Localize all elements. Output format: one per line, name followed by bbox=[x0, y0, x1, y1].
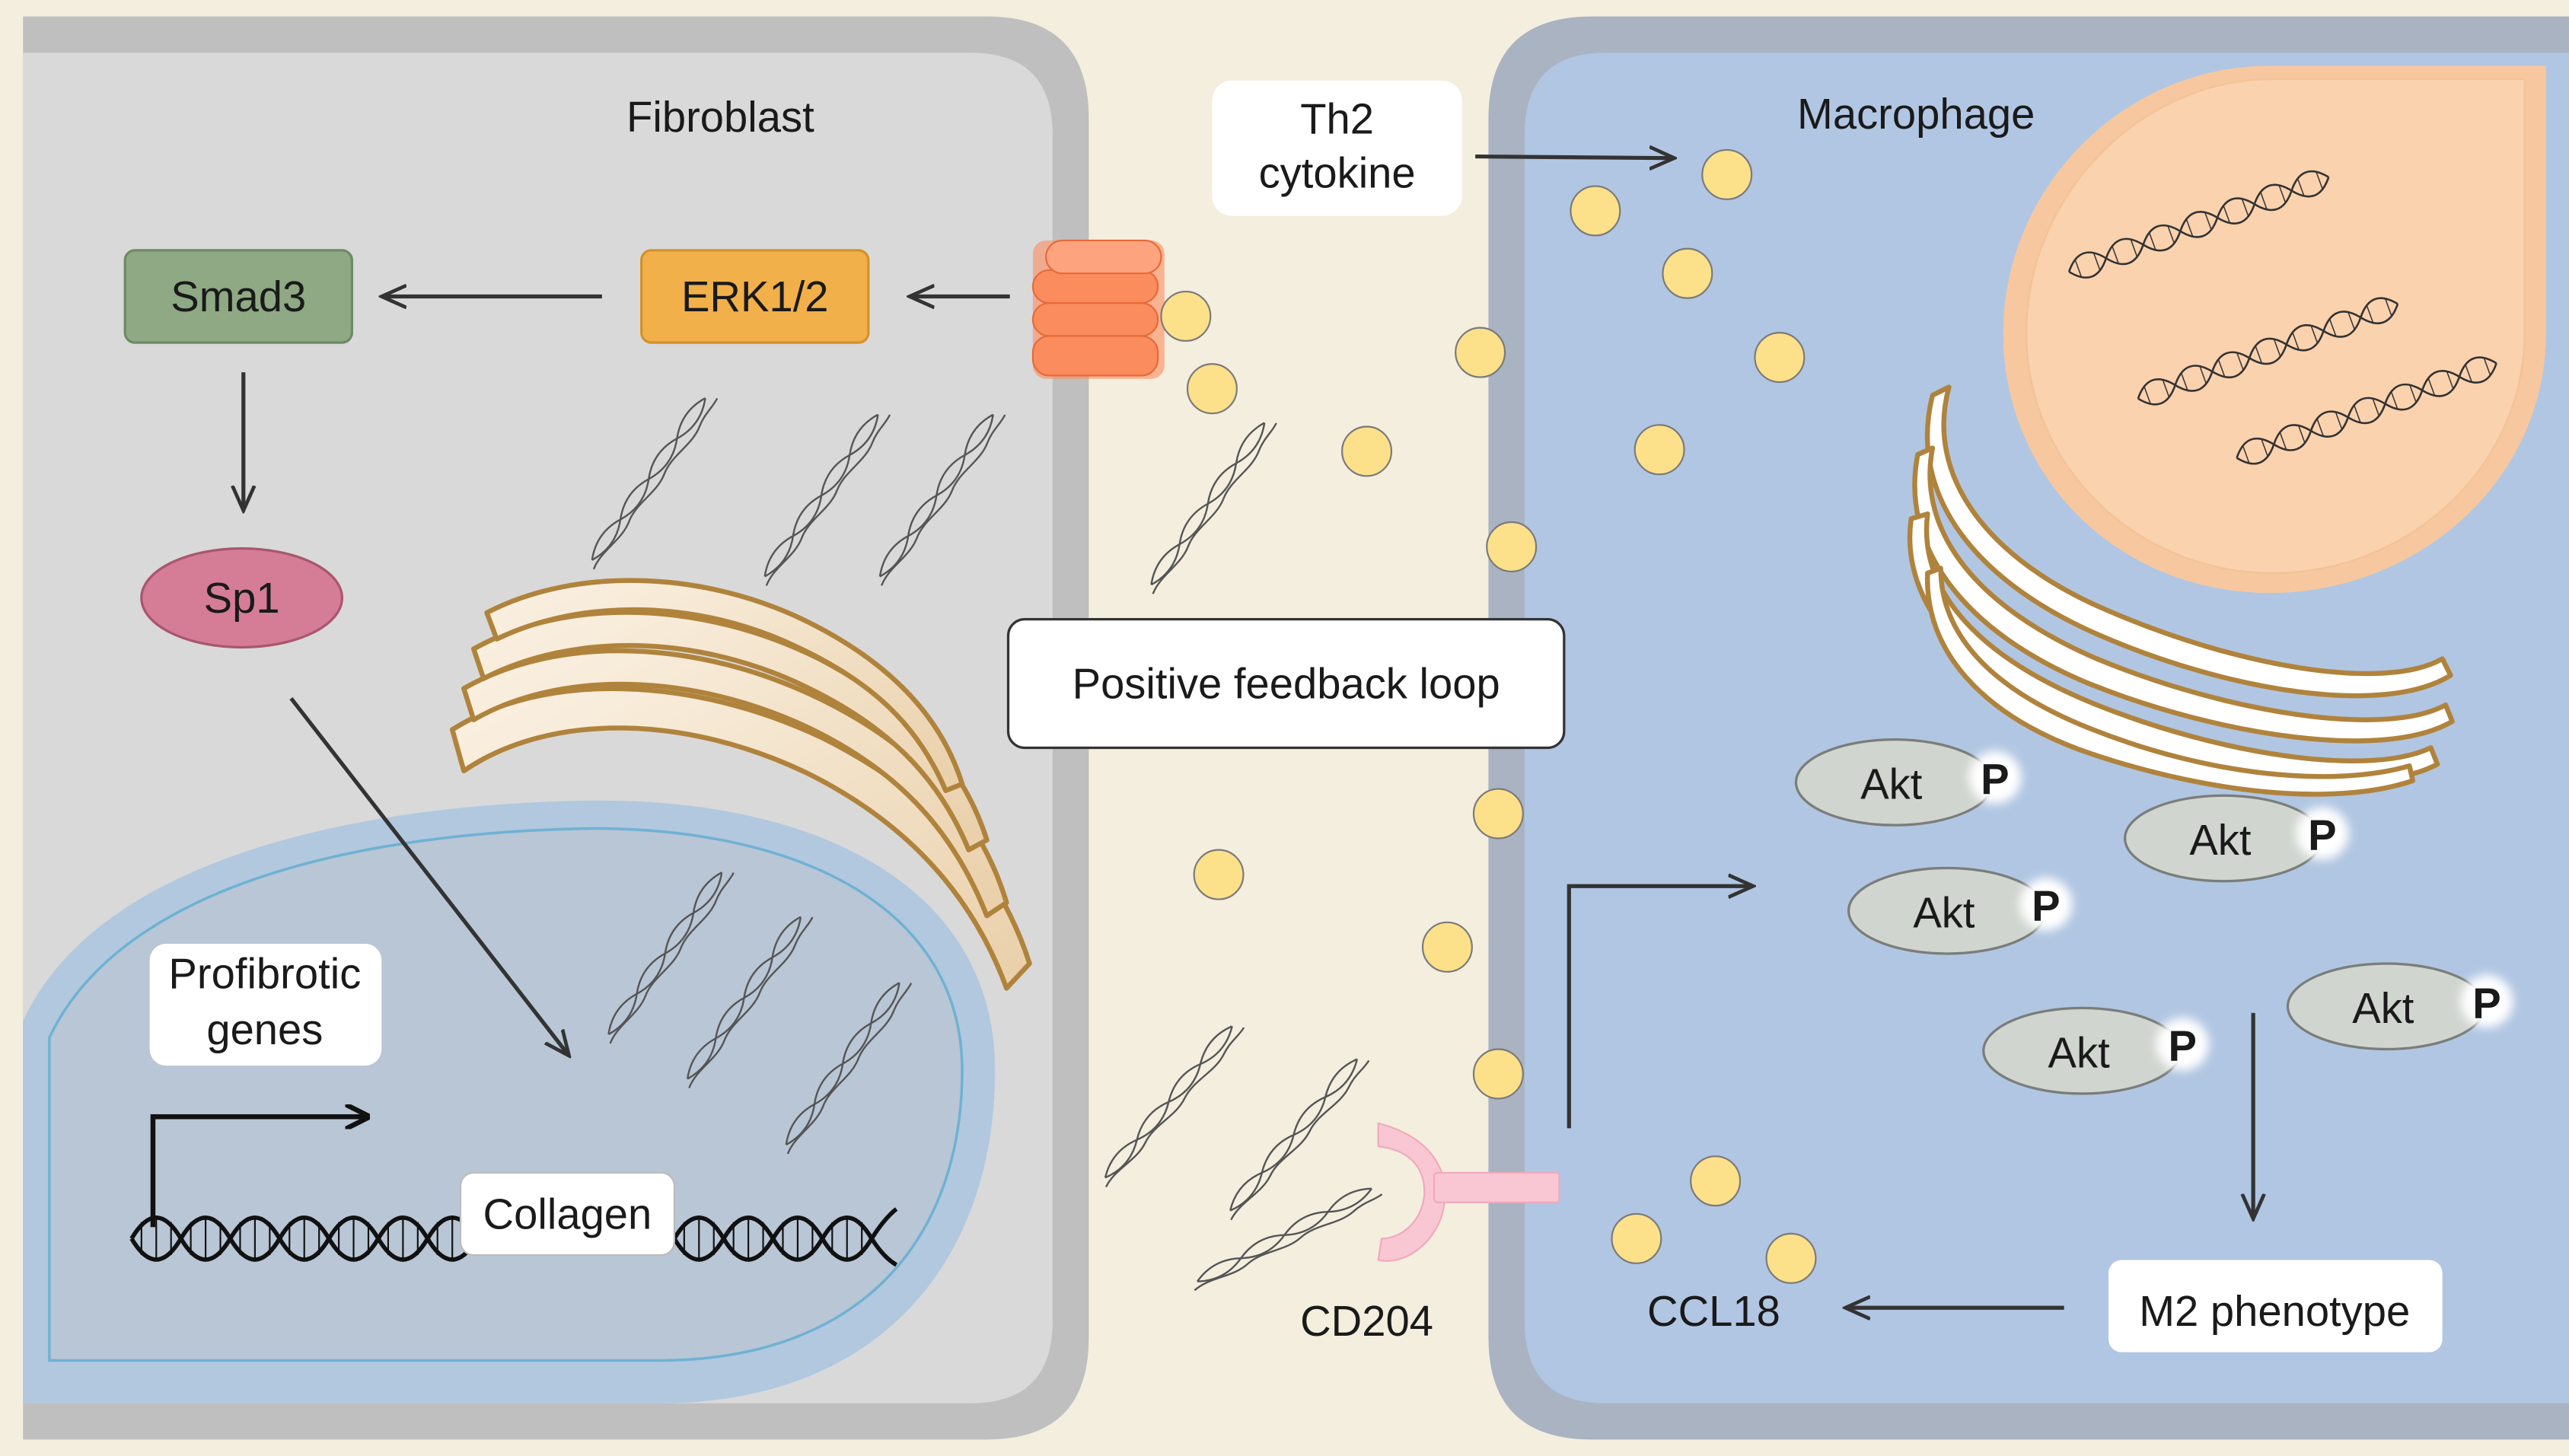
gene-dna-icon bbox=[129, 1207, 898, 1267]
smad3-node: Smad3 bbox=[123, 249, 354, 344]
m2-phenotype-box: M2 phenotype bbox=[2108, 1260, 2443, 1352]
smad3-label: Smad3 bbox=[171, 272, 306, 320]
cytokine-particles bbox=[1160, 148, 1817, 1284]
receptor-icon bbox=[1031, 239, 1165, 379]
dna-helix-icon-group bbox=[2067, 170, 2497, 465]
akt-node: Akt P bbox=[1794, 738, 2022, 827]
collagen-fiber-icon-group bbox=[591, 397, 1383, 1292]
fibroblast-nucleus bbox=[23, 800, 996, 1403]
golgi-apparatus-icon bbox=[449, 578, 1032, 991]
akt-node: Akt P bbox=[2286, 962, 2513, 1051]
cd204-label: CD204 bbox=[1300, 1297, 1433, 1345]
phospho-label: P bbox=[2032, 882, 2060, 930]
m2-phenotype-label: M2 phenotype bbox=[2139, 1287, 2410, 1335]
sp1-node: Sp1 bbox=[140, 546, 344, 649]
phospho-label: P bbox=[2472, 979, 2500, 1027]
macrophage-nucleus bbox=[2003, 65, 2546, 594]
collagen-box: Collagen bbox=[459, 1171, 675, 1257]
akt-label: Akt bbox=[1913, 888, 1975, 936]
fibroblast-label: Fibroblast bbox=[626, 93, 814, 141]
sp1-label: Sp1 bbox=[204, 574, 280, 622]
akt-node: Akt P bbox=[1982, 1006, 2209, 1095]
th2-label-line2: cytokine bbox=[1259, 149, 1416, 197]
akt-node: Akt P bbox=[2123, 794, 2349, 883]
transcription-start-arrow bbox=[150, 1117, 365, 1228]
akt-label: Akt bbox=[2048, 1028, 2111, 1076]
akt-label: Akt bbox=[2189, 816, 2252, 864]
akt-node: Akt P bbox=[1847, 866, 2073, 955]
feedback-loop-box: Positive feedback loop bbox=[1006, 618, 1566, 750]
cd204-receptor-icon bbox=[1377, 1122, 1560, 1262]
th2-label-line1: Th2 bbox=[1300, 94, 1374, 142]
macrophage-label: Macrophage bbox=[1797, 90, 2035, 138]
profibrotic-label-line2: genes bbox=[206, 1005, 323, 1053]
th2-cytokine-box: Th2 cytokine bbox=[1212, 81, 1462, 216]
phospho-label: P bbox=[2308, 811, 2336, 859]
collagen-label: Collagen bbox=[483, 1190, 652, 1238]
akt-label: Akt bbox=[1860, 760, 1923, 808]
phospho-label: P bbox=[1981, 755, 2009, 803]
akt-phospho-group: Akt P Akt P Akt P Akt P Akt P bbox=[1794, 738, 2513, 1095]
feedback-loop-label: Positive feedback loop bbox=[1073, 660, 1500, 708]
erk-label: ERK1/2 bbox=[681, 272, 829, 320]
profibrotic-genes-box: Profibrotic genes bbox=[149, 943, 382, 1066]
phospho-label: P bbox=[2169, 1022, 2197, 1070]
profibrotic-label-line1: Profibrotic bbox=[168, 949, 361, 997]
ccl18-label: CCL18 bbox=[1647, 1287, 1780, 1335]
akt-label: Akt bbox=[2352, 984, 2414, 1032]
erk-node: ERK1/2 bbox=[640, 249, 870, 344]
pathway-arrows bbox=[244, 157, 2253, 1308]
golgi-apparatus-icon bbox=[1907, 384, 2455, 797]
